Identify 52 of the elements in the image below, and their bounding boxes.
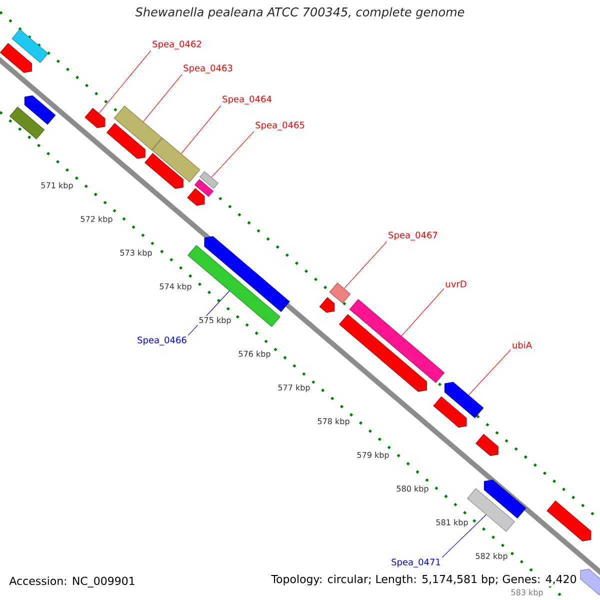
gene-label: Spea_0467 [388, 232, 438, 240]
gene-feature [433, 396, 467, 428]
gene-label: Spea_0462 [152, 40, 202, 50]
gene-feature [329, 282, 351, 304]
scale-label: 571 kbp [40, 181, 74, 191]
title: Shewanella pealeana ATCC 700345, complete genome [135, 7, 464, 19]
gene-feature [338, 314, 427, 392]
leader-line [344, 241, 388, 289]
gene-feature [349, 299, 445, 383]
scale-label: 580 kbp [395, 484, 430, 494]
scale-label: 581 kbp [434, 518, 470, 528]
scale-label: 576 kbp [237, 350, 272, 360]
scale-label: 582 kbp [474, 552, 509, 562]
gene-label: Spea_0471 [392, 558, 440, 568]
leader-line [401, 288, 444, 336]
gene-feature [12, 29, 48, 63]
gene-feature [9, 106, 45, 140]
leader-line [98, 50, 152, 114]
gene-label: ubiA [512, 342, 532, 348]
gene-label: Spea_0466 [138, 336, 186, 346]
accession-text: Accession: NC_009901 [9, 576, 134, 588]
gene-label: uvrD [446, 280, 466, 288]
scale-label: 577 kbp [276, 383, 312, 394]
gene-label: Spea_0464 [222, 96, 272, 104]
gene-feature [144, 153, 184, 189]
gene-feature [152, 138, 200, 182]
gene-feature [84, 108, 106, 128]
gene-label: Spea_0463 [184, 64, 232, 74]
scale-label: 575 kbp [198, 316, 232, 326]
gene-feature [204, 236, 290, 312]
leader-line [468, 349, 512, 396]
scale-label: 573 kbp [118, 248, 154, 258]
leader-line [142, 74, 182, 122]
genome-info: Topology: circular; Length: 5,174,581 bp; Genes: 4,420 [270, 574, 578, 586]
gene-label: Spea_0465 [256, 122, 304, 130]
gene-feature [546, 500, 592, 542]
leader-line [442, 514, 486, 558]
leader-line [180, 105, 222, 154]
scale-label: 583 kbp [510, 588, 544, 598]
gene-feature [580, 568, 600, 596]
scale-label: 572 kbp [79, 214, 114, 225]
gene-feature [444, 382, 484, 418]
gene-feature [106, 123, 146, 159]
gene-feature [484, 480, 526, 518]
gene-feature [114, 106, 162, 150]
leader-line [211, 131, 254, 178]
scale-label: 574 kbp [158, 282, 193, 292]
scale-label: 578 kbp [316, 417, 351, 427]
gene-feature [24, 95, 56, 125]
gene-feature [187, 188, 205, 206]
gene-feature [319, 297, 335, 313]
scale-label: 579 kbp [356, 450, 390, 460]
